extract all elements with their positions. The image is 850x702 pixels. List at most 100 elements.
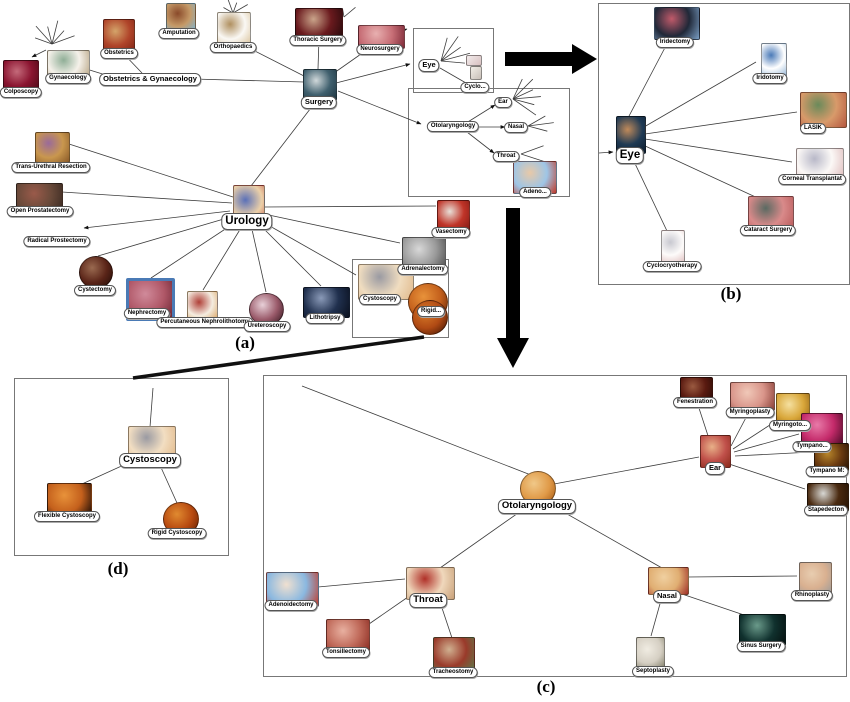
connector-line — [260, 220, 357, 276]
throat-a-label: Throat — [492, 151, 520, 162]
ear-box-fan — [512, 98, 537, 116]
cystectomy-image — [79, 256, 113, 289]
corneal-transplant-image — [796, 148, 844, 178]
connector-line — [732, 420, 777, 450]
root-hub-fan — [34, 37, 53, 45]
obstetrics-gynaecology-label: Obstetrics & Gynaecology — [99, 73, 201, 86]
ureteroscopy-image — [249, 293, 284, 326]
tympanoplasty-label: Tympano... — [792, 441, 832, 452]
cyclo-a-label: Cyclo... — [460, 82, 490, 93]
connector-line — [83, 210, 231, 230]
cysto-view-2-image — [412, 300, 448, 335]
tonsillectomy-image — [326, 619, 370, 652]
ear-a-label: Ear — [494, 97, 512, 108]
connector-line — [97, 215, 235, 257]
connector-line — [158, 462, 178, 504]
cataract-surgery-image — [748, 196, 794, 230]
rigid-cystoscopy-label: Rigid Cystoscopy — [147, 528, 207, 539]
panel-d-box — [14, 378, 229, 556]
cyclocryotherapy-image — [661, 230, 685, 264]
connector-line — [728, 463, 806, 490]
panel-caption-d: (d) — [107, 559, 129, 578]
throat-box-fan — [520, 145, 544, 155]
connector-line — [368, 596, 409, 625]
connector-line — [642, 144, 763, 201]
connector-line — [250, 224, 267, 293]
orthopaedics-fan — [232, 4, 248, 14]
otolaryngology-c-label: Otolaryngology — [497, 499, 577, 514]
connector-line — [733, 433, 800, 453]
orthopaedics-label: Orthopaedics — [209, 42, 257, 53]
root-hub-fan — [35, 25, 53, 45]
connector-line — [263, 205, 437, 208]
ear-box-fan — [512, 89, 534, 100]
iridotomy-label: Iridotomy — [752, 73, 788, 84]
thoracic-fan — [343, 7, 356, 18]
connector-line — [202, 222, 245, 291]
eye-box-fan — [440, 36, 459, 62]
cystoscopy-a-label: Cystoscopy — [358, 294, 402, 305]
urology-label: Urology — [221, 213, 273, 231]
connector-line — [629, 152, 668, 232]
root-hub-fan — [51, 35, 75, 45]
ear-box-fan — [512, 96, 541, 100]
corneal-transplant-label: Corneal Transplantat — [778, 174, 846, 185]
sinus-surgery-image — [739, 614, 786, 646]
tracheostomy-label: Tracheostomy — [428, 667, 478, 678]
obstetrics-label: Obstetrics — [100, 48, 138, 59]
ureteroscopy-label: Ureteroscopy — [243, 321, 291, 332]
adrenalectomy-label: Adrenalectomy — [397, 264, 449, 275]
eye-box-fan — [440, 52, 471, 62]
orthopaedics-image — [217, 12, 251, 46]
eye-a-label: Eye — [418, 59, 440, 72]
connector-line — [439, 505, 529, 569]
connector-line — [61, 191, 233, 204]
cystectomy-label: Cystectomy — [73, 285, 117, 296]
myringotomy-label: Myringoto... — [769, 420, 811, 431]
connector-line — [256, 221, 322, 287]
eye-b-label: Eye — [615, 147, 645, 165]
connector-line — [687, 575, 798, 578]
ear-box-fan — [512, 78, 534, 100]
trans-urethral-resection-image — [35, 132, 70, 163]
ear-box-fan — [512, 98, 535, 106]
connector-line — [149, 387, 154, 428]
vasectomy-label: Vasectomy — [431, 227, 471, 238]
connector-line — [675, 591, 748, 617]
neurosurgery-label: Neurosurgery — [356, 44, 404, 55]
tympano-mastoidectomy-label: Tympano M: — [805, 466, 849, 477]
cystoscopy-d-image — [128, 426, 176, 458]
nasal-c-label: Nasal — [652, 590, 682, 603]
connector-line — [335, 63, 411, 84]
eye-sketch-2-image — [470, 66, 482, 80]
cyclocryotherapy-label: Cyclocryotherapy — [642, 261, 702, 272]
tonsillectomy-label: Tonsillectomy — [322, 647, 370, 658]
vasectomy-image — [437, 200, 470, 232]
fenestration-label: Fenestration — [672, 397, 718, 408]
line-a-to-d — [132, 335, 425, 380]
root-hub-fan — [47, 26, 53, 45]
eye-box-fan — [440, 37, 448, 62]
root-hub-fan — [51, 20, 59, 45]
percutaneous-nephrolithotomy-label: Percutaneous Nephrolithotomy — [156, 317, 254, 328]
surgery-label: Surgery — [300, 96, 338, 109]
connector-line — [734, 451, 813, 457]
panel-caption-c: (c) — [536, 677, 556, 696]
open-prostatectomy-label: Open Prostatectomy — [6, 206, 74, 217]
myringoplasty-label: Myringoplasty — [725, 407, 775, 418]
adenoid-a-label: Adeno... — [519, 187, 551, 198]
eye-box-fan — [440, 60, 465, 64]
connector-line — [301, 385, 537, 478]
connector-line — [643, 61, 757, 128]
nasal-a-label: Nasal — [503, 122, 529, 133]
arrow-a-to-b — [505, 44, 597, 74]
eye-box-fan — [440, 46, 461, 62]
eye-sketch-1-image — [466, 55, 482, 66]
myringoplasty-image — [730, 382, 775, 411]
connector-line — [439, 601, 453, 639]
cataract-surgery-label: Cataract Surgery — [739, 225, 797, 236]
iridotomy-image — [761, 43, 787, 77]
percutaneous-nephrolithotomy-image — [187, 291, 218, 322]
sinus-surgery-label: Sinus Surgery — [736, 641, 786, 652]
